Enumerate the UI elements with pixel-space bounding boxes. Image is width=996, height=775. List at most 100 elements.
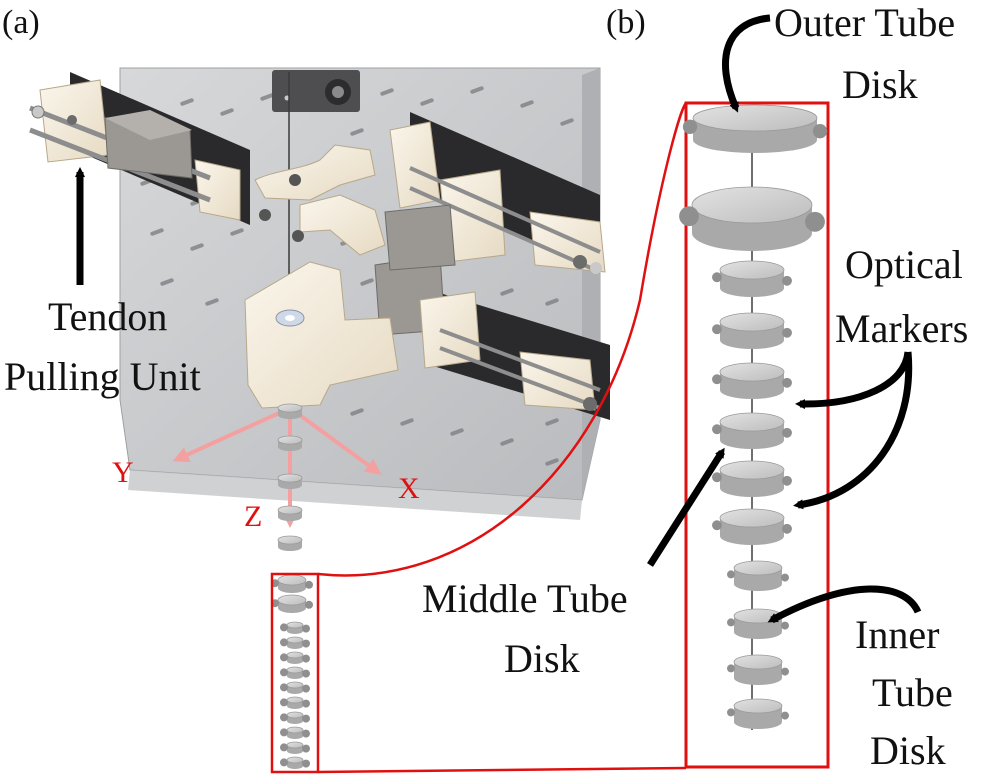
highlight-box-small <box>270 572 320 774</box>
label-outer-line2: Disk <box>842 62 918 107</box>
optical-marker <box>727 618 735 627</box>
optical-marker <box>682 119 698 134</box>
middle-tube-disk <box>712 460 792 497</box>
optical-marker <box>782 475 792 486</box>
disk-stack-small <box>271 403 313 769</box>
small-disk <box>280 756 310 769</box>
optical-marker <box>280 728 288 737</box>
small-disk <box>280 681 310 694</box>
optical-marker <box>781 573 789 582</box>
arrow-optical-1 <box>795 351 912 410</box>
optical-marker <box>280 623 288 632</box>
label-middle-line1: Middle Tube <box>422 576 628 621</box>
middle-tube-disk <box>712 508 792 545</box>
label-optical-line1: Optical <box>845 242 963 287</box>
arrow-outer <box>721 14 771 113</box>
optical-marker <box>280 683 288 692</box>
arrow-optical-2 <box>793 351 913 510</box>
label-optical-line2: Markers <box>835 306 968 351</box>
inner-tube-disk <box>727 698 789 729</box>
small-disk <box>280 666 310 679</box>
optical-marker <box>782 327 792 338</box>
middle-tube-disk <box>712 312 792 349</box>
small-disk <box>277 505 303 521</box>
optical-marker <box>302 714 310 723</box>
optical-marker <box>712 324 722 335</box>
middle-tube-disk <box>712 260 792 297</box>
tendon-unit-bottom-right <box>374 204 610 420</box>
optical-marker <box>302 669 310 678</box>
small-disk <box>280 621 310 634</box>
y-axis-arrow <box>172 406 291 462</box>
coordinate-axes: X Y Z <box>112 406 420 533</box>
optical-marker <box>782 427 792 438</box>
optical-marker <box>302 639 310 648</box>
connector-curve-top <box>317 102 688 577</box>
small-disk <box>271 594 313 613</box>
tendon-guides <box>254 144 386 256</box>
small-disk <box>271 574 313 593</box>
y-axis-label: Y <box>112 456 134 489</box>
optical-marker <box>781 711 789 720</box>
optical-marker <box>280 698 288 707</box>
label-outer-line1: Outer Tube <box>774 0 955 45</box>
inner-tube-disk <box>727 560 789 591</box>
optical-marker <box>302 744 310 753</box>
inner-tube-disk <box>727 608 789 639</box>
optical-marker <box>280 653 288 662</box>
optical-marker <box>302 729 310 738</box>
optical-marker <box>302 684 310 693</box>
small-disk <box>277 535 303 551</box>
optical-marker <box>679 206 699 227</box>
optical-marker <box>712 374 722 385</box>
optical-marker <box>305 600 313 609</box>
x-axis-label: X <box>398 472 420 505</box>
optical-marker <box>712 272 722 283</box>
panel-b-tag: (b) <box>606 4 646 41</box>
optical-marker <box>280 713 288 722</box>
label-middle-line2: Disk <box>504 636 580 681</box>
optical-marker <box>280 638 288 647</box>
z-axis-label: Z <box>244 500 262 533</box>
tendon-unit-top-left <box>29 72 250 225</box>
outer-tube-disk-top <box>682 104 828 153</box>
optical-marker <box>302 759 310 768</box>
optical-marker <box>781 621 789 630</box>
small-disk <box>277 403 303 419</box>
optical-marker <box>302 624 310 633</box>
optical-marker <box>280 668 288 677</box>
label-inner-line2: Tube <box>872 670 953 715</box>
optical-marker <box>727 570 735 579</box>
optical-marker <box>712 424 722 435</box>
middle-tube-disk <box>712 412 792 449</box>
optical-marker <box>812 124 828 139</box>
small-disk <box>280 741 310 754</box>
label-inner-line1: Inner <box>855 612 939 657</box>
connector-curve-bottom <box>317 766 687 774</box>
highlight-box-large <box>684 101 830 769</box>
label-tendon-line1: Tendon <box>48 294 167 339</box>
small-disk <box>280 636 310 649</box>
label-tendon-line2: Pulling Unit <box>4 354 201 399</box>
small-disk <box>280 696 310 709</box>
optical-marker <box>782 275 792 286</box>
optical-marker <box>727 664 735 673</box>
optical-marker <box>302 654 310 663</box>
optical-marker <box>782 523 792 534</box>
optical-marker <box>712 472 722 483</box>
middle-tube-disk <box>712 362 792 399</box>
small-disk <box>280 651 310 664</box>
small-disk <box>277 473 303 489</box>
inner-tube-disk <box>727 654 789 685</box>
optical-marker <box>781 667 789 676</box>
disk-stack-large <box>679 104 828 729</box>
small-disk <box>280 711 310 724</box>
arrow-inner <box>767 585 922 624</box>
optical-marker <box>280 743 288 752</box>
base-block <box>244 261 399 409</box>
arrow-middle <box>647 447 725 567</box>
optical-marker <box>280 758 288 767</box>
top-clamp <box>272 70 360 112</box>
